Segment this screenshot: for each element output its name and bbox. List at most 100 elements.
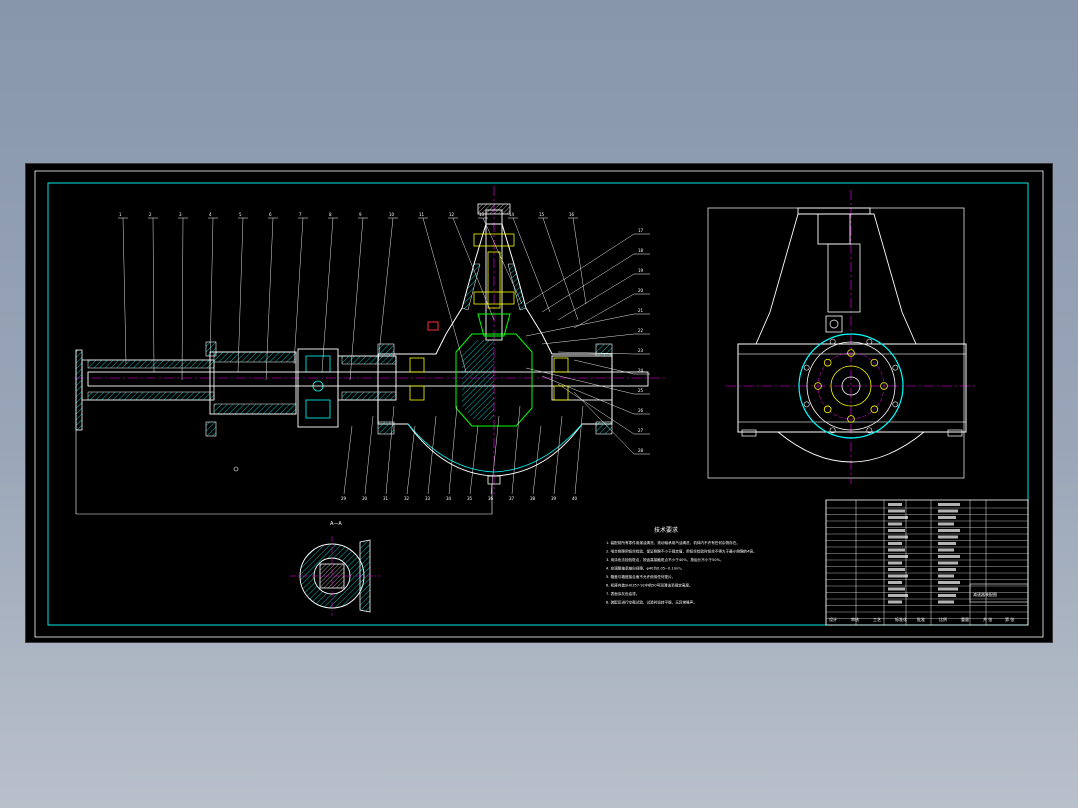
main-section-view[interactable] xyxy=(74,186,666,515)
flange-bolt xyxy=(823,358,832,367)
balloon-right-leader xyxy=(525,313,635,337)
side-foot-right xyxy=(947,429,963,437)
balloon-bottom-label: 32 xyxy=(404,496,410,501)
parts-row-fill xyxy=(888,574,908,578)
parts-row-fill xyxy=(938,535,958,539)
section-aa-label: A—A xyxy=(330,521,342,527)
flange-bolt xyxy=(870,405,879,414)
balloon-top-label: 7 xyxy=(299,212,302,217)
bevel-wheel-hatch xyxy=(462,340,494,420)
left-housing-flange-top xyxy=(205,341,217,357)
side-body-top-strip xyxy=(737,343,967,355)
balloon-top-leader xyxy=(542,217,579,321)
side-flange-outer xyxy=(798,333,904,439)
housing-flange-left-bottom xyxy=(377,421,395,435)
balloon-top-leader xyxy=(321,217,334,373)
balloon-top-label: 11 xyxy=(419,212,425,217)
gearbox-housing xyxy=(377,223,613,477)
balloon-right-label: 18 xyxy=(638,248,644,253)
title-block-name-cell xyxy=(969,583,1029,603)
balloon-bottom-label: 29 xyxy=(341,496,347,501)
flange-outer-hole xyxy=(866,338,873,345)
note-line: 8. 装配后进行空载试验，试验时运转平稳，无异常噪声。 xyxy=(606,600,697,605)
parts-row-fill xyxy=(938,581,960,584)
balloon-right-leader xyxy=(573,359,635,375)
balloon-bottom-label: 39 xyxy=(551,496,557,501)
balloon-bottom-leader xyxy=(553,415,563,495)
balloon-right-leader xyxy=(541,333,635,345)
left-housing-wall-top xyxy=(213,351,297,363)
section-aa-view[interactable]: A—A xyxy=(290,521,380,616)
side-flange-hub xyxy=(830,365,872,407)
balloon-right-label: 22 xyxy=(638,328,644,333)
side-tower xyxy=(755,213,917,345)
side-view[interactable] xyxy=(707,190,976,484)
technical-notes: 技术要求 1. 装配前所有零件用煤油清洗，滚动轴承用汽油清洗，机体内不许有任何杂… xyxy=(606,526,757,605)
parts-list-grid xyxy=(825,500,1029,625)
balloon-right-label: 23 xyxy=(638,348,644,353)
balloon-right-leader xyxy=(525,233,635,305)
bevel-wheel xyxy=(455,333,533,427)
left-housing-flange-bottom xyxy=(205,421,217,437)
title-block-cell: 审核 xyxy=(851,616,859,622)
balloon-bottom-leader xyxy=(448,405,458,495)
balloon-bottom-leader xyxy=(406,425,416,495)
left-flange xyxy=(75,349,83,431)
side-foot-left xyxy=(741,429,757,437)
housing-wall-left xyxy=(461,263,481,311)
note-line: 3. 用涂色法检验斑点，按齿高接触斑点不小于40%，按齿长不小于50%。 xyxy=(606,557,724,562)
parts-row-fill xyxy=(888,509,905,513)
flange-bolt xyxy=(814,382,822,390)
balloon-right-leader xyxy=(573,293,635,329)
input-bearing-top xyxy=(473,233,515,247)
note-line: 2. 啮合侧隙用铅丝检验，保证侧隙不小于规定值，用铅丝检验时铅丝不得大于最小侧隙… xyxy=(606,549,757,554)
balloon-right-label: 24 xyxy=(638,368,644,373)
balloon-top-leader xyxy=(349,217,364,381)
balloon-top-leader xyxy=(422,217,467,373)
balloon-top-label: 1 xyxy=(119,212,122,217)
input-bearing-bottom xyxy=(473,291,515,305)
parts-row-fill xyxy=(938,555,960,558)
parts-row-fill xyxy=(888,548,905,552)
balloon-bottom-label: 31 xyxy=(383,496,389,501)
center-tube-wall-bottom xyxy=(341,391,397,401)
balloon-top-leader xyxy=(209,217,214,365)
parts-row-fill xyxy=(888,587,905,591)
balloon-top-label: 13 xyxy=(479,212,485,217)
title-block[interactable]: 减速器装配图 设计审核工艺标准化批准比例重量共 张第 张 xyxy=(825,499,1029,626)
balloon-right-label: 19 xyxy=(638,268,644,273)
vent-mark xyxy=(233,466,239,472)
parts-row-fill xyxy=(938,561,958,565)
parts-row-fill xyxy=(888,561,902,565)
bearing-right-top xyxy=(553,357,569,373)
notes-title: 技术要求 xyxy=(654,526,678,534)
housing-flange-left-top xyxy=(377,343,395,357)
balloon-top-leader xyxy=(152,217,155,373)
parts-row-fill xyxy=(938,522,954,526)
flange-outer-hole xyxy=(892,401,899,408)
housing-flange-right-bottom xyxy=(595,421,613,435)
housing-wall-right xyxy=(507,263,527,311)
balloon-bottom-leader xyxy=(343,425,353,495)
balloon-top-leader xyxy=(237,217,244,373)
parts-row-fill xyxy=(888,555,908,558)
flange-outer-hole xyxy=(829,338,836,345)
title-block-cell: 比例 xyxy=(939,616,947,622)
main-shaft xyxy=(87,371,649,387)
side-flange-ring xyxy=(806,341,896,431)
balloon-right-leader xyxy=(573,391,635,455)
bearing-right-bottom xyxy=(553,385,569,401)
balloon-right-label: 28 xyxy=(638,448,644,453)
left-tube-wall-top xyxy=(87,359,215,369)
side-nameplate xyxy=(825,315,843,333)
side-body-bottom-strip xyxy=(737,421,967,433)
left-housing-wall-bottom xyxy=(213,403,297,415)
bearing-left-bottom xyxy=(409,385,425,401)
title-block-cell: 批准 xyxy=(917,616,925,622)
balloon-top-leader xyxy=(572,217,587,305)
flange-outer-hole xyxy=(803,364,810,371)
flange-outer-hole xyxy=(829,427,836,434)
balloon-bottom-label: 34 xyxy=(446,496,452,501)
